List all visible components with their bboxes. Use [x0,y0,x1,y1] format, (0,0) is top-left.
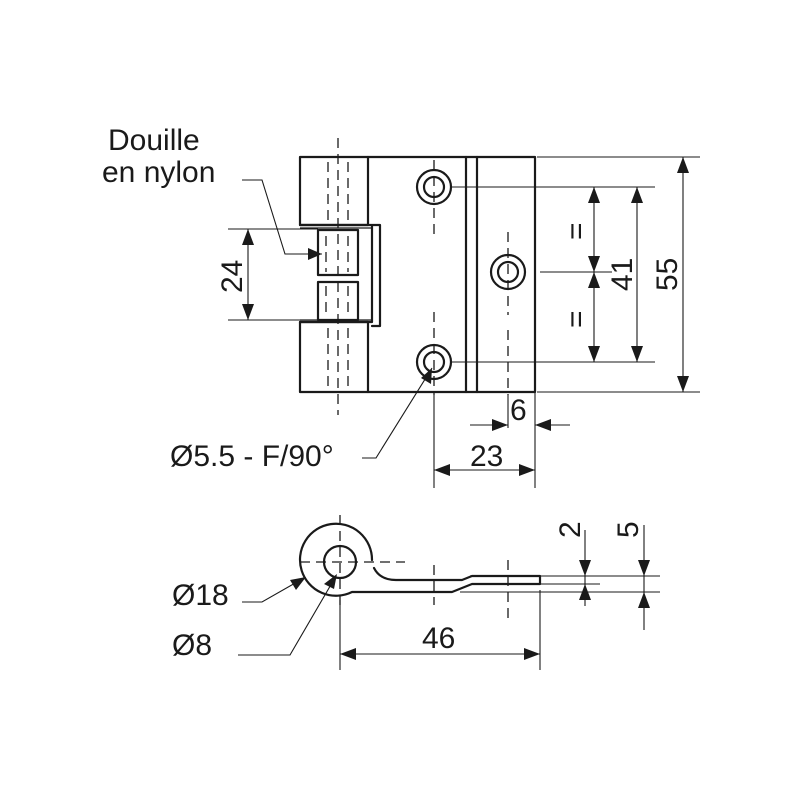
dia-8-callout: Ø8 [172,574,337,662]
dia-18-label: Ø18 [172,579,229,612]
equal-bottom-label: = [560,310,593,328]
dimension-6: 6 [470,392,570,488]
hole-bottom [415,312,453,395]
knuckle-shading [325,162,349,388]
bushing-label-line1: Douille [108,124,200,157]
dim-6-label: 6 [510,394,527,427]
dimension-41: 41 [452,186,655,363]
hole-middle [489,232,527,315]
bushing-label-line2: en nylon [102,156,215,189]
dimension-46: 46 [339,590,541,670]
knuckle-top [298,155,370,227]
center-knuckle [298,223,382,328]
equal-top-label: = [560,222,593,240]
dim-46-label: 46 [422,622,455,655]
dim-23-label: 23 [470,440,503,473]
dim-5-label: 5 [612,521,645,538]
dimension-equal: = = [540,187,612,362]
dimension-23: 23 [433,395,535,488]
dim-41-label: 41 [606,258,639,291]
dia-8-label: Ø8 [172,629,212,662]
dia-18-callout: Ø18 [172,577,306,612]
hinge-front-view [298,138,537,415]
hinge-leaf [366,155,537,394]
hole-top [415,160,453,238]
bushing-callout: Douille en nylon [102,124,322,260]
hole-spec-callout: Ø5.5 - F/90° [170,367,433,473]
dimension-2-5: 2 5 [460,521,660,630]
dim-2-label: 2 [554,521,587,538]
hinge-side-view [298,515,542,620]
knuckle-bottom [298,320,370,394]
dimension-55: 55 [537,156,700,393]
side-profile [298,522,542,597]
dimension-24: 24 [216,228,318,321]
dim-55-label: 55 [651,258,684,291]
dim-24-label: 24 [216,260,249,293]
hole-spec-label: Ø5.5 - F/90° [170,440,334,473]
